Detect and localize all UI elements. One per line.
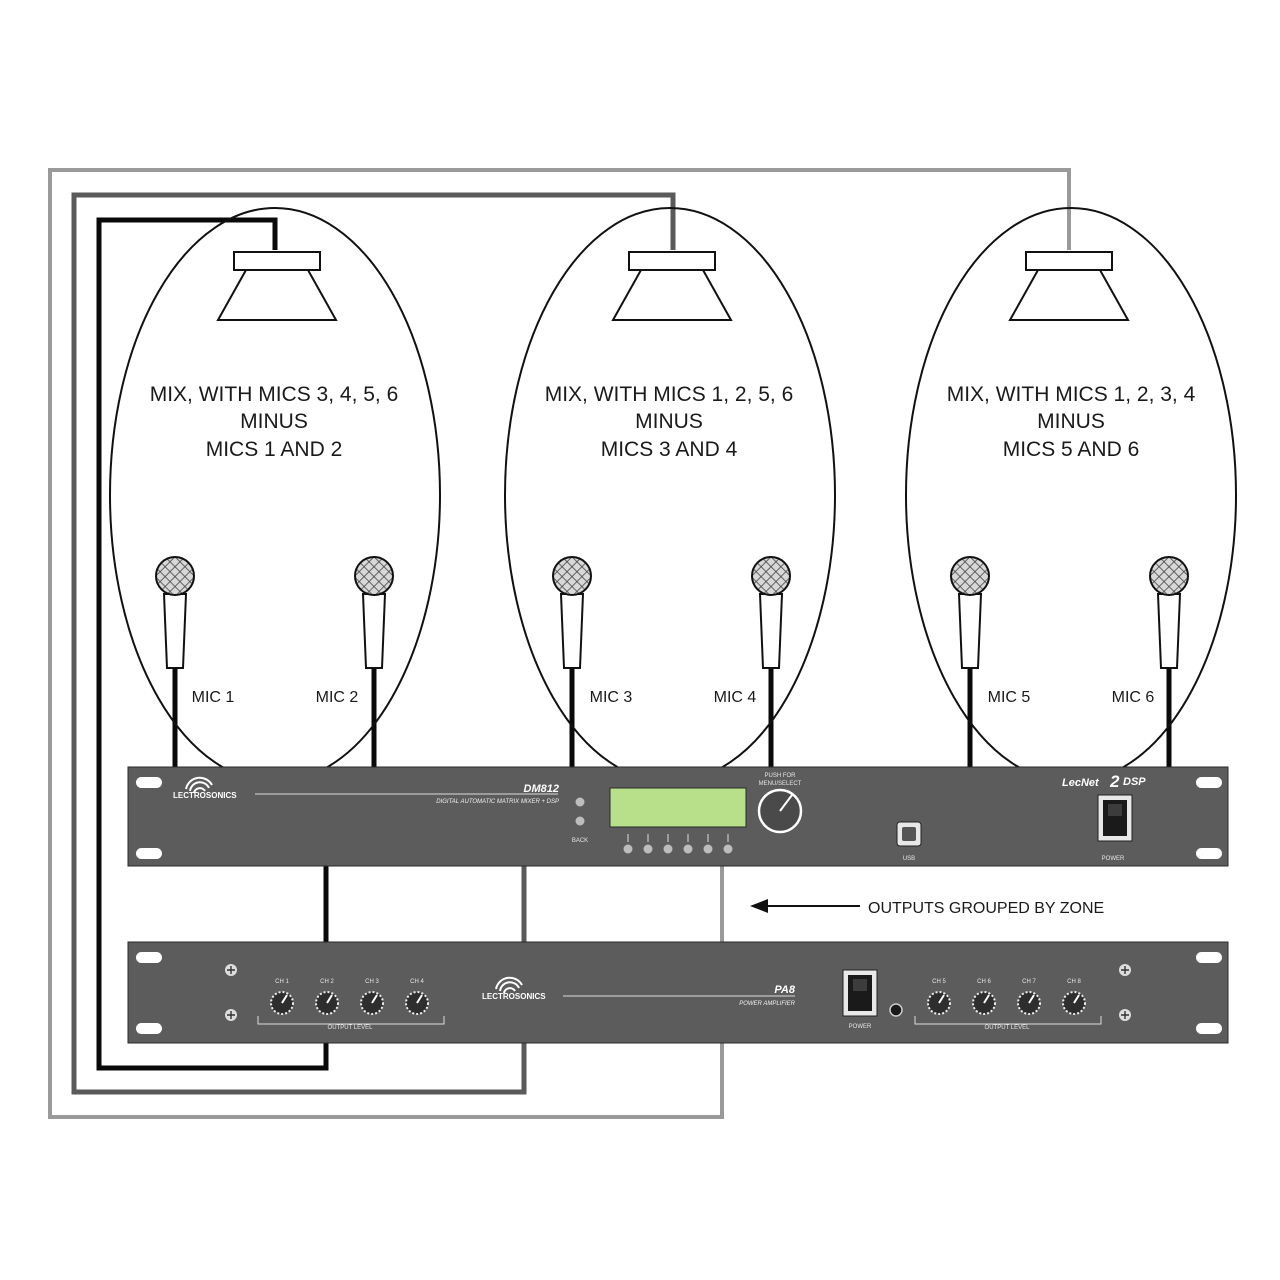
screw-icon: [1119, 1009, 1131, 1021]
channel-label: CH 4: [410, 979, 424, 985]
power-led-icon: [889, 1003, 903, 1017]
pa8-amplifier-unit: CH 1 CH 2 CH 3 CH 4 OUTPUT LEVEL LECTROS…: [127, 941, 1229, 1044]
microphone-icon: [1149, 556, 1189, 669]
mic-label: MIC 6: [1112, 689, 1155, 706]
back-button[interactable]: [575, 797, 585, 807]
svg-text:MIX, WITH MICS 1, 2, 3, 4: MIX, WITH MICS 1, 2, 3, 4: [947, 383, 1196, 406]
soft-key-button[interactable]: [703, 844, 713, 854]
output-level-label: OUTPUT LEVEL: [985, 1025, 1031, 1031]
rack-slot: [136, 848, 162, 859]
screw-icon: [225, 964, 237, 976]
knob-label: MENU/SELECT: [759, 781, 802, 787]
lectrosonics-logo: [185, 776, 213, 794]
mic-label: MIC 5: [988, 689, 1031, 706]
mixer-power-label: POWER: [1102, 856, 1125, 862]
svg-text:MICS 5 AND 6: MICS 5 AND 6: [1003, 438, 1140, 461]
mixer-subtitle: DIGITAL AUTOMATIC MATRIX MIXER + DSP: [436, 799, 559, 805]
level-knob[interactable]: [405, 991, 429, 1015]
mixer-brand: LECTROSONICS: [173, 791, 237, 800]
output-level-label: OUTPUT LEVEL: [328, 1025, 374, 1031]
svg-text:MIX, WITH MICS 3, 4, 5, 6: MIX, WITH MICS 3, 4, 5, 6: [150, 383, 399, 406]
channel-label: CH 3: [365, 979, 379, 985]
knob-label: PUSH FOR: [764, 773, 796, 779]
mic-label: MIC 1: [192, 689, 235, 706]
level-knob[interactable]: [315, 991, 339, 1015]
svg-text:MICS 1 AND 2: MICS 1 AND 2: [206, 438, 343, 461]
amp-subtitle: POWER AMPLIFIER: [739, 1001, 795, 1007]
level-knob[interactable]: [360, 991, 384, 1015]
channel-label: CH 8: [1067, 979, 1081, 985]
menu-select-knob[interactable]: [757, 788, 803, 834]
rack-slot: [1196, 1023, 1222, 1034]
microphone-icon: [354, 556, 394, 669]
soft-key-button[interactable]: [683, 844, 693, 854]
dm812-mixer-unit: LECTROSONICS DM812 DIGITAL AUTOMATIC MAT…: [127, 766, 1229, 867]
mic-label: MIC 4: [714, 689, 757, 706]
svg-text:2: 2: [1109, 772, 1120, 791]
level-knob[interactable]: [927, 991, 951, 1015]
rack-slot: [136, 952, 162, 963]
amp-brand: LECTROSONICS: [482, 992, 546, 1001]
channel-label: CH 7: [1022, 979, 1036, 985]
amp-model: PA8: [774, 984, 795, 996]
lectrosonics-logo: [495, 976, 523, 994]
zone-1-label: MIX, WITH MICS 3, 4, 5, 6 MINUS MICS 1 A…: [150, 383, 399, 461]
amp-power-label: POWER: [849, 1024, 872, 1030]
svg-text:MICS 3 AND 4: MICS 3 AND 4: [601, 438, 738, 461]
outputs-arrow: [750, 899, 860, 913]
microphone-icon: [155, 556, 195, 669]
soft-key-button[interactable]: [663, 844, 673, 854]
mic-label: MIC 2: [316, 689, 359, 706]
back-label: BACK: [572, 838, 588, 844]
lcd-display: [609, 787, 747, 828]
channel-label: CH 5: [932, 979, 946, 985]
zone-3-label: MIX, WITH MICS 1, 2, 3, 4 MINUS MICS 5 A…: [947, 383, 1196, 461]
rack-slot: [136, 1023, 162, 1034]
channel-label: CH 1: [275, 979, 289, 985]
rack-slot: [1196, 848, 1222, 859]
rack-slot: [1196, 952, 1222, 963]
channel-label: CH 2: [320, 979, 334, 985]
screw-icon: [225, 1009, 237, 1021]
speaker-icon: [611, 251, 733, 321]
soft-key-button[interactable]: [623, 844, 633, 854]
svg-text:MINUS: MINUS: [240, 410, 308, 433]
screw-icon: [1119, 964, 1131, 976]
back-button[interactable]: [575, 816, 585, 826]
microphone-icon: [552, 556, 592, 669]
mixer-power-switch[interactable]: [1097, 794, 1133, 842]
usb-label: USB: [903, 856, 915, 862]
svg-text:DSP: DSP: [1123, 776, 1146, 788]
mic-label: MIC 3: [590, 689, 633, 706]
svg-text:MIX, WITH MICS 1, 2, 5, 6: MIX, WITH MICS 1, 2, 5, 6: [545, 383, 794, 406]
mic-cables: [172, 668, 1172, 768]
speaker-icon: [1008, 251, 1130, 321]
lecnet-badge: LecNet 2 DSP: [1062, 772, 1146, 791]
outputs-caption: OUTPUTS GROUPED BY ZONE: [868, 900, 1104, 917]
mixer-model: DM812: [524, 783, 559, 795]
zone-2-label: MIX, WITH MICS 1, 2, 5, 6 MINUS MICS 3 A…: [545, 383, 794, 461]
svg-text:MINUS: MINUS: [635, 410, 703, 433]
level-knob[interactable]: [1062, 991, 1086, 1015]
zone-3-output-line: [48, 168, 1071, 1119]
zone-2-output-line: [71, 192, 676, 1095]
rack-slot: [136, 777, 162, 788]
level-knob[interactable]: [972, 991, 996, 1015]
svg-text:LecNet: LecNet: [1062, 777, 1100, 789]
microphone-icon: [751, 556, 791, 669]
level-knob[interactable]: [1017, 991, 1041, 1015]
rack-slot: [1196, 777, 1222, 788]
level-knob[interactable]: [270, 991, 294, 1015]
speaker-icon: [216, 251, 338, 321]
usb-port-icon[interactable]: [896, 821, 922, 847]
amp-power-switch[interactable]: [842, 969, 878, 1017]
soft-key-button[interactable]: [643, 844, 653, 854]
soft-key-button[interactable]: [723, 844, 733, 854]
svg-text:MINUS: MINUS: [1037, 410, 1105, 433]
channel-label: CH 6: [977, 979, 991, 985]
soft-key-buttons: [623, 834, 733, 854]
microphone-icon: [950, 556, 990, 669]
